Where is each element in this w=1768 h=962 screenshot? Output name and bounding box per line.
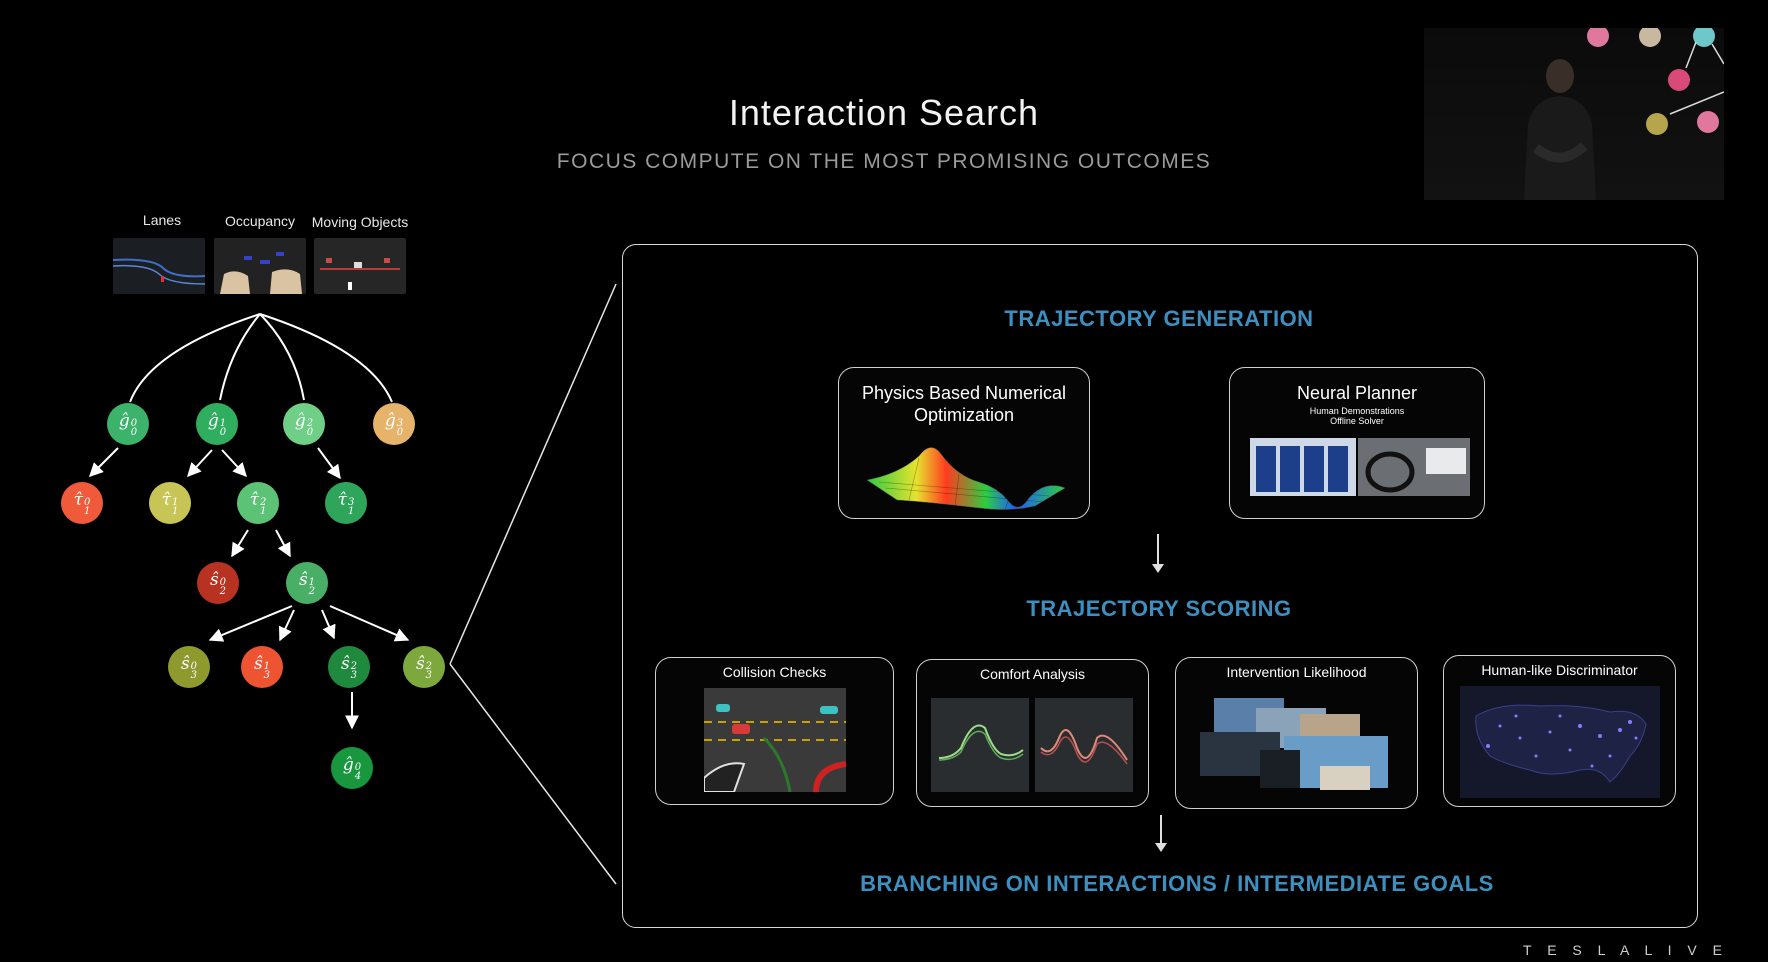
surface-plot-graphic: [859, 436, 1071, 514]
presenter-silhouette: [1424, 28, 1724, 200]
intervention-likelihood-title: Intervention Likelihood: [1176, 664, 1417, 680]
zoom-lines: [450, 284, 616, 884]
arrow-head-1: [1152, 564, 1164, 573]
arrow-down-1: [1157, 534, 1159, 566]
collision-checks-card: Collision Checks: [655, 657, 894, 805]
comfort-analysis-plots: [931, 698, 1133, 792]
intervention-likelihood-card: Intervention Likelihood: [1175, 657, 1418, 809]
neural-card-line2: Offline Solver: [1230, 416, 1484, 426]
neural-planner-imagery: [1250, 438, 1470, 496]
arrow-down-2: [1160, 815, 1162, 845]
physics-card-title: Physics Based Numerical Optimization: [839, 382, 1089, 426]
branching-title: BRANCHING ON INTERACTIONS / INTERMEDIATE…: [640, 871, 1714, 897]
trajectory-generation-title: TRAJECTORY GENERATION: [622, 306, 1696, 332]
physics-optimization-card: Physics Based Numerical Optimization: [838, 367, 1090, 519]
neural-card-line1: Human Demonstrations: [1230, 406, 1484, 416]
presenter-video-inset: [1424, 28, 1724, 200]
comfort-analysis-title: Comfort Analysis: [917, 666, 1148, 682]
trajectory-scoring-title: TRAJECTORY SCORING: [622, 596, 1696, 622]
brand-watermark: T E S L A L I V E: [1523, 942, 1728, 958]
intervention-collage: [1200, 694, 1394, 794]
search-tree-edges: [0, 0, 620, 962]
arrow-head-2: [1155, 843, 1167, 852]
us-map-heatmap: [1460, 686, 1660, 798]
human-like-discriminator-card: Human-like Discriminator: [1443, 655, 1676, 807]
neural-card-title: Neural Planner: [1230, 383, 1484, 404]
collision-checks-image: [704, 688, 846, 792]
neural-planner-card: Neural Planner Human Demonstrations Offl…: [1229, 367, 1485, 519]
human-like-discriminator-title: Human-like Discriminator: [1444, 662, 1675, 678]
collision-checks-title: Collision Checks: [656, 664, 893, 680]
comfort-analysis-card: Comfort Analysis: [916, 659, 1149, 807]
